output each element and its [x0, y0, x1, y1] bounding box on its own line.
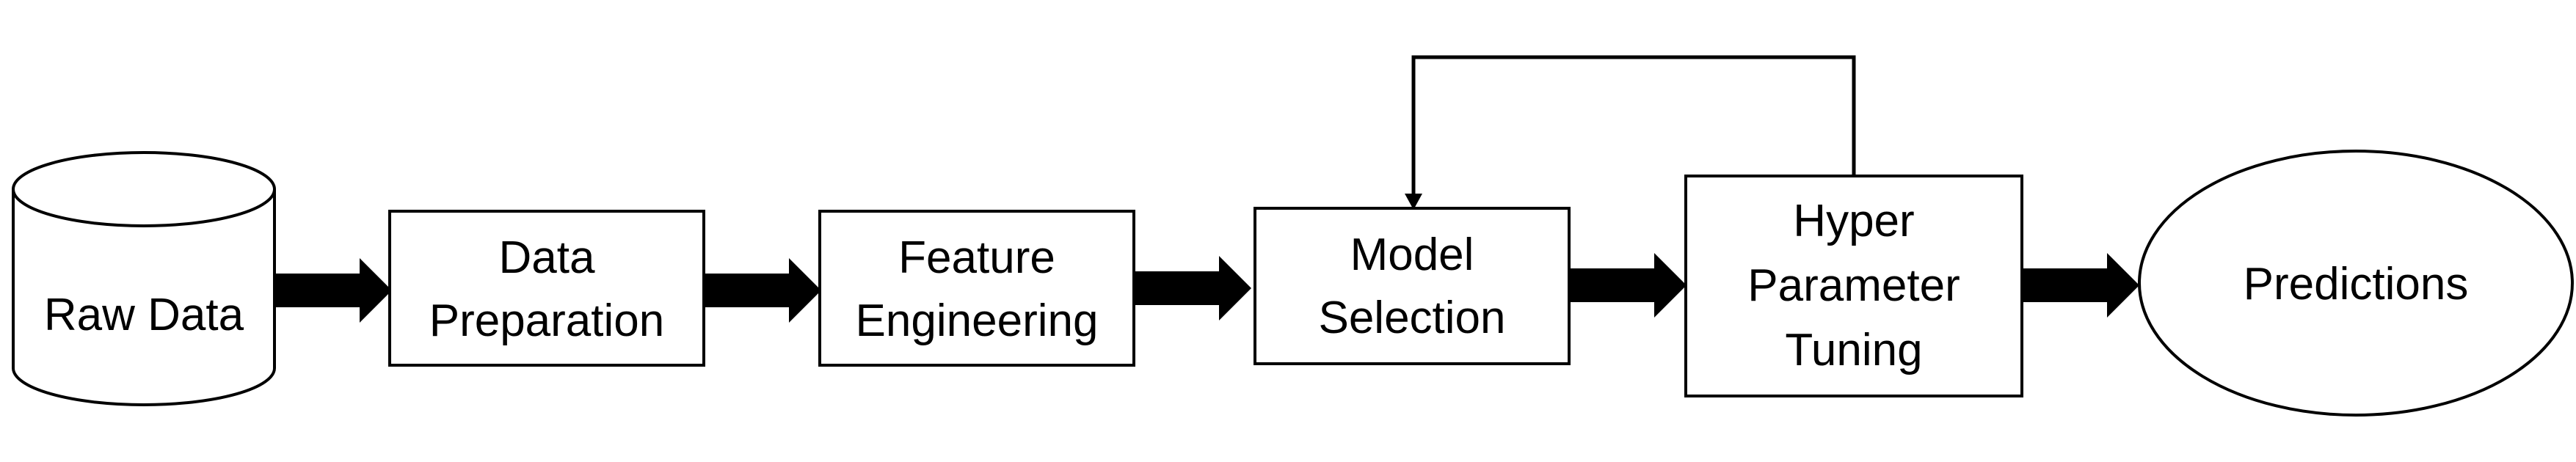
- arrow-raw-to-prep: [274, 258, 392, 323]
- feedback-loop-arrowhead: [1405, 194, 1422, 210]
- hyper-parameter-tuning-label-line1: Hyper: [1793, 196, 1914, 246]
- data-preparation-label-line1: Data: [499, 232, 595, 283]
- raw-data-cylinder-top: [12, 151, 276, 227]
- data-preparation-node: Data Preparation: [388, 210, 705, 367]
- feature-engineering-label-line2: Engineering: [856, 296, 1099, 346]
- feature-engineering-box: [818, 210, 1135, 367]
- model-selection-label-line1: Model: [1350, 230, 1474, 280]
- hyper-parameter-tuning-label-line2: Parameter: [1747, 260, 1960, 311]
- model-selection-node: Model Selection: [1254, 207, 1571, 365]
- arrow-feature-to-model: [1134, 256, 1251, 320]
- data-preparation-label-line2: Preparation: [429, 296, 665, 346]
- predictions-ellipse: [2138, 150, 2574, 417]
- feature-engineering-label-line1: Feature: [898, 232, 1055, 283]
- feature-engineering-node: Feature Engineering: [818, 210, 1135, 367]
- model-selection-label-line2: Selection: [1318, 293, 1505, 343]
- predictions-label: Predictions: [2244, 259, 2469, 309]
- data-preparation-box: [388, 210, 705, 367]
- hyper-parameter-tuning-box: [1684, 175, 2023, 397]
- feedback-loop-line: [1411, 55, 1856, 195]
- predictions-node: Predictions: [2138, 150, 2574, 417]
- raw-data-node: Raw Data: [12, 151, 276, 406]
- raw-data-label: Raw Data: [44, 290, 244, 340]
- raw-data-cylinder-body: [12, 189, 276, 406]
- model-selection-box: [1254, 207, 1571, 365]
- arrow-tuning-to-predictions: [2022, 253, 2139, 318]
- arrow-model-to-tuning: [1569, 253, 1687, 318]
- hyper-parameter-tuning-node: Hyper Parameter Tuning: [1684, 175, 2023, 397]
- arrow-prep-to-feature: [704, 258, 821, 323]
- hyper-parameter-tuning-label-line3: Tuning: [1785, 325, 1922, 375]
